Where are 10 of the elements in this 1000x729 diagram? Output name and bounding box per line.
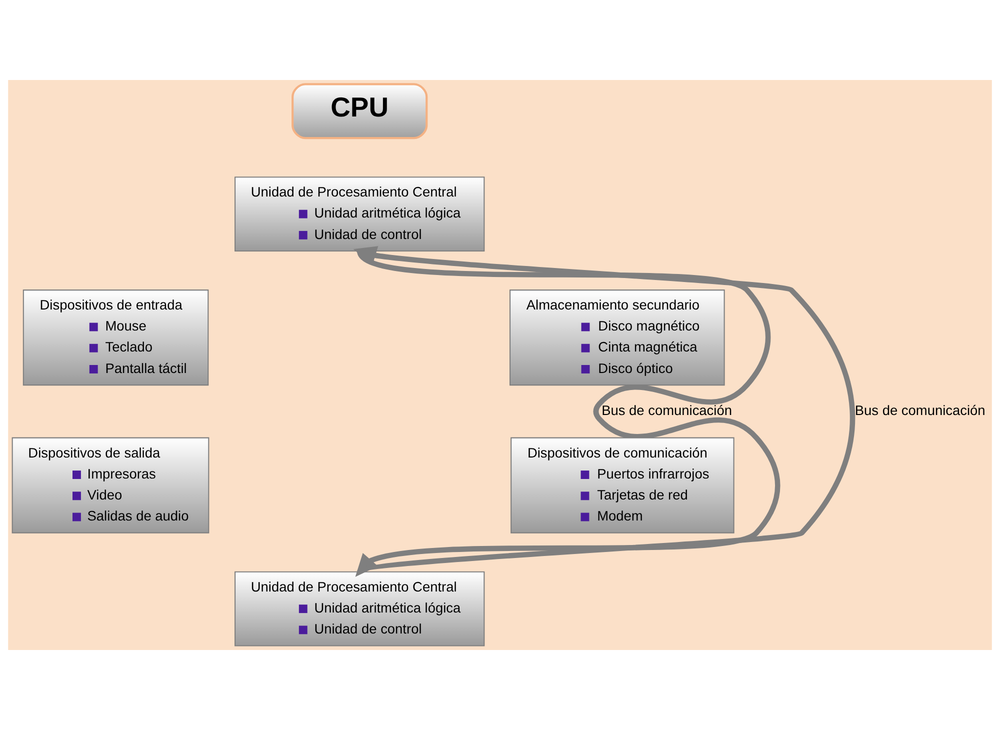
node-box: Dispositivos de comunicación Puertos infrarrojos Tarjetas de red Modem: [510, 436, 734, 533]
edge-label: Bus de comunicación: [602, 402, 732, 418]
node-box: Unidad de Procesamiento Central Unidad aritmética lógica Unidad de control: [234, 176, 485, 252]
node-box: CPU: [292, 82, 428, 139]
node-box: Dispositivos de salida Impresoras Video Salidas de audio: [12, 436, 210, 533]
arrow: [353, 246, 855, 574]
edge-label: Bus de comunicación: [854, 402, 986, 418]
node-box: Unidad de Procesamiento Central Unidad aritmética lógica Unidad de control: [234, 570, 485, 646]
node-box: Dispositivos de entrada Mouse Teclado Pantalla táctil: [22, 289, 209, 386]
node-box: Almacenamiento secundario Disco magnético Cinta magnética Disco óptico: [510, 289, 725, 386]
